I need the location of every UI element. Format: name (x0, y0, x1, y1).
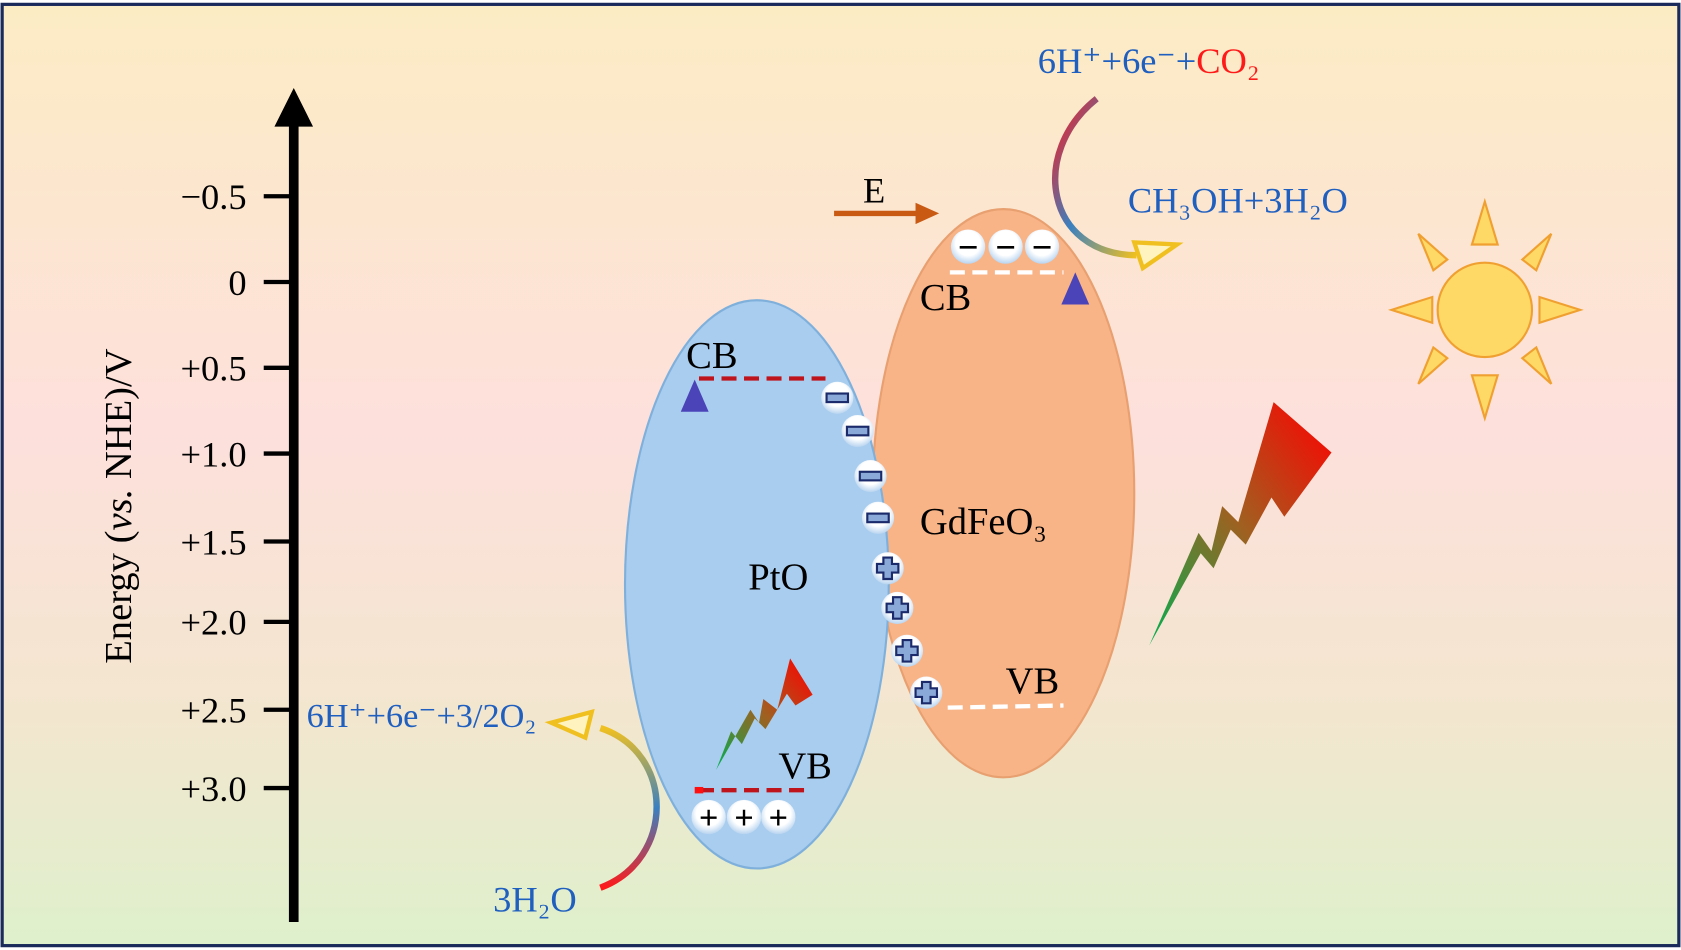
pto-cb-label: CB (686, 335, 737, 377)
oxidation-reaction: 6H⁺+6e⁻+3/2O₂ 3H₂O (307, 697, 660, 919)
tick-label: +2.5 (180, 691, 246, 731)
electric-field-arrow: E (834, 171, 940, 225)
tick-label: +2.0 (180, 603, 246, 643)
pto-vb-label: VB (778, 745, 832, 787)
pto-label: PtO (748, 557, 808, 599)
minus-icon (825, 392, 890, 524)
oxidation-reactant: 3H₂O (493, 879, 577, 919)
oxidation-products: 6H⁺+6e⁻+3/2O₂ (307, 697, 537, 735)
field-label: E (863, 171, 885, 211)
tick-label: −0.5 (180, 177, 246, 217)
gdfeo3-vb-label: VB (1006, 661, 1060, 703)
tick-label: +1.0 (180, 434, 246, 474)
hole-icon (691, 799, 796, 835)
axis-label: Energy (vs. NHE)/V (98, 348, 140, 663)
energy-axis: −0.5 0 +0.5 +1.0 +1.5 +2.0 +2.5 +3.0 Ene… (98, 87, 314, 923)
electron-sign: − (995, 228, 1016, 268)
pto-particle: + + + CB VB PtO (623, 299, 890, 870)
axis-arrowhead-icon (274, 87, 314, 127)
hole-sign: + (734, 799, 754, 837)
gdfeo3-label: GdFeO₃ (920, 501, 1047, 543)
arrowhead-icon (1131, 240, 1184, 272)
hole-sign: + (769, 799, 789, 837)
reduction-reaction: 6H⁺+6e⁻+CO₂ CH₃OH+3H₂O (1038, 41, 1348, 272)
sun-icon (1387, 197, 1584, 422)
small-lightning-icon (716, 658, 813, 770)
gdfeo3-vb-level (947, 703, 1064, 710)
tick-label: +1.5 (180, 522, 246, 562)
electron-sign: − (958, 228, 979, 268)
reduction-reactants: 6H⁺+6e⁻+CO₂ (1038, 41, 1260, 81)
lightning-icon (1149, 402, 1332, 646)
arrowhead-icon (544, 708, 595, 741)
tick-label: +3.0 (180, 769, 246, 809)
reduction-products: CH₃OH+3H₂O (1128, 180, 1348, 220)
plus-icon (875, 556, 939, 705)
tick-label: 0 (228, 263, 246, 303)
electron-sign: − (1032, 228, 1053, 268)
hole-sign: + (699, 799, 719, 837)
electron-icon (950, 229, 1060, 264)
gdfeo3-particle: − − − CB VB GdFeO₃ (871, 208, 1136, 779)
tick-label: +0.5 (180, 349, 246, 389)
interface-charges (821, 381, 943, 709)
gdfeo3-cb-label: CB (920, 277, 971, 319)
